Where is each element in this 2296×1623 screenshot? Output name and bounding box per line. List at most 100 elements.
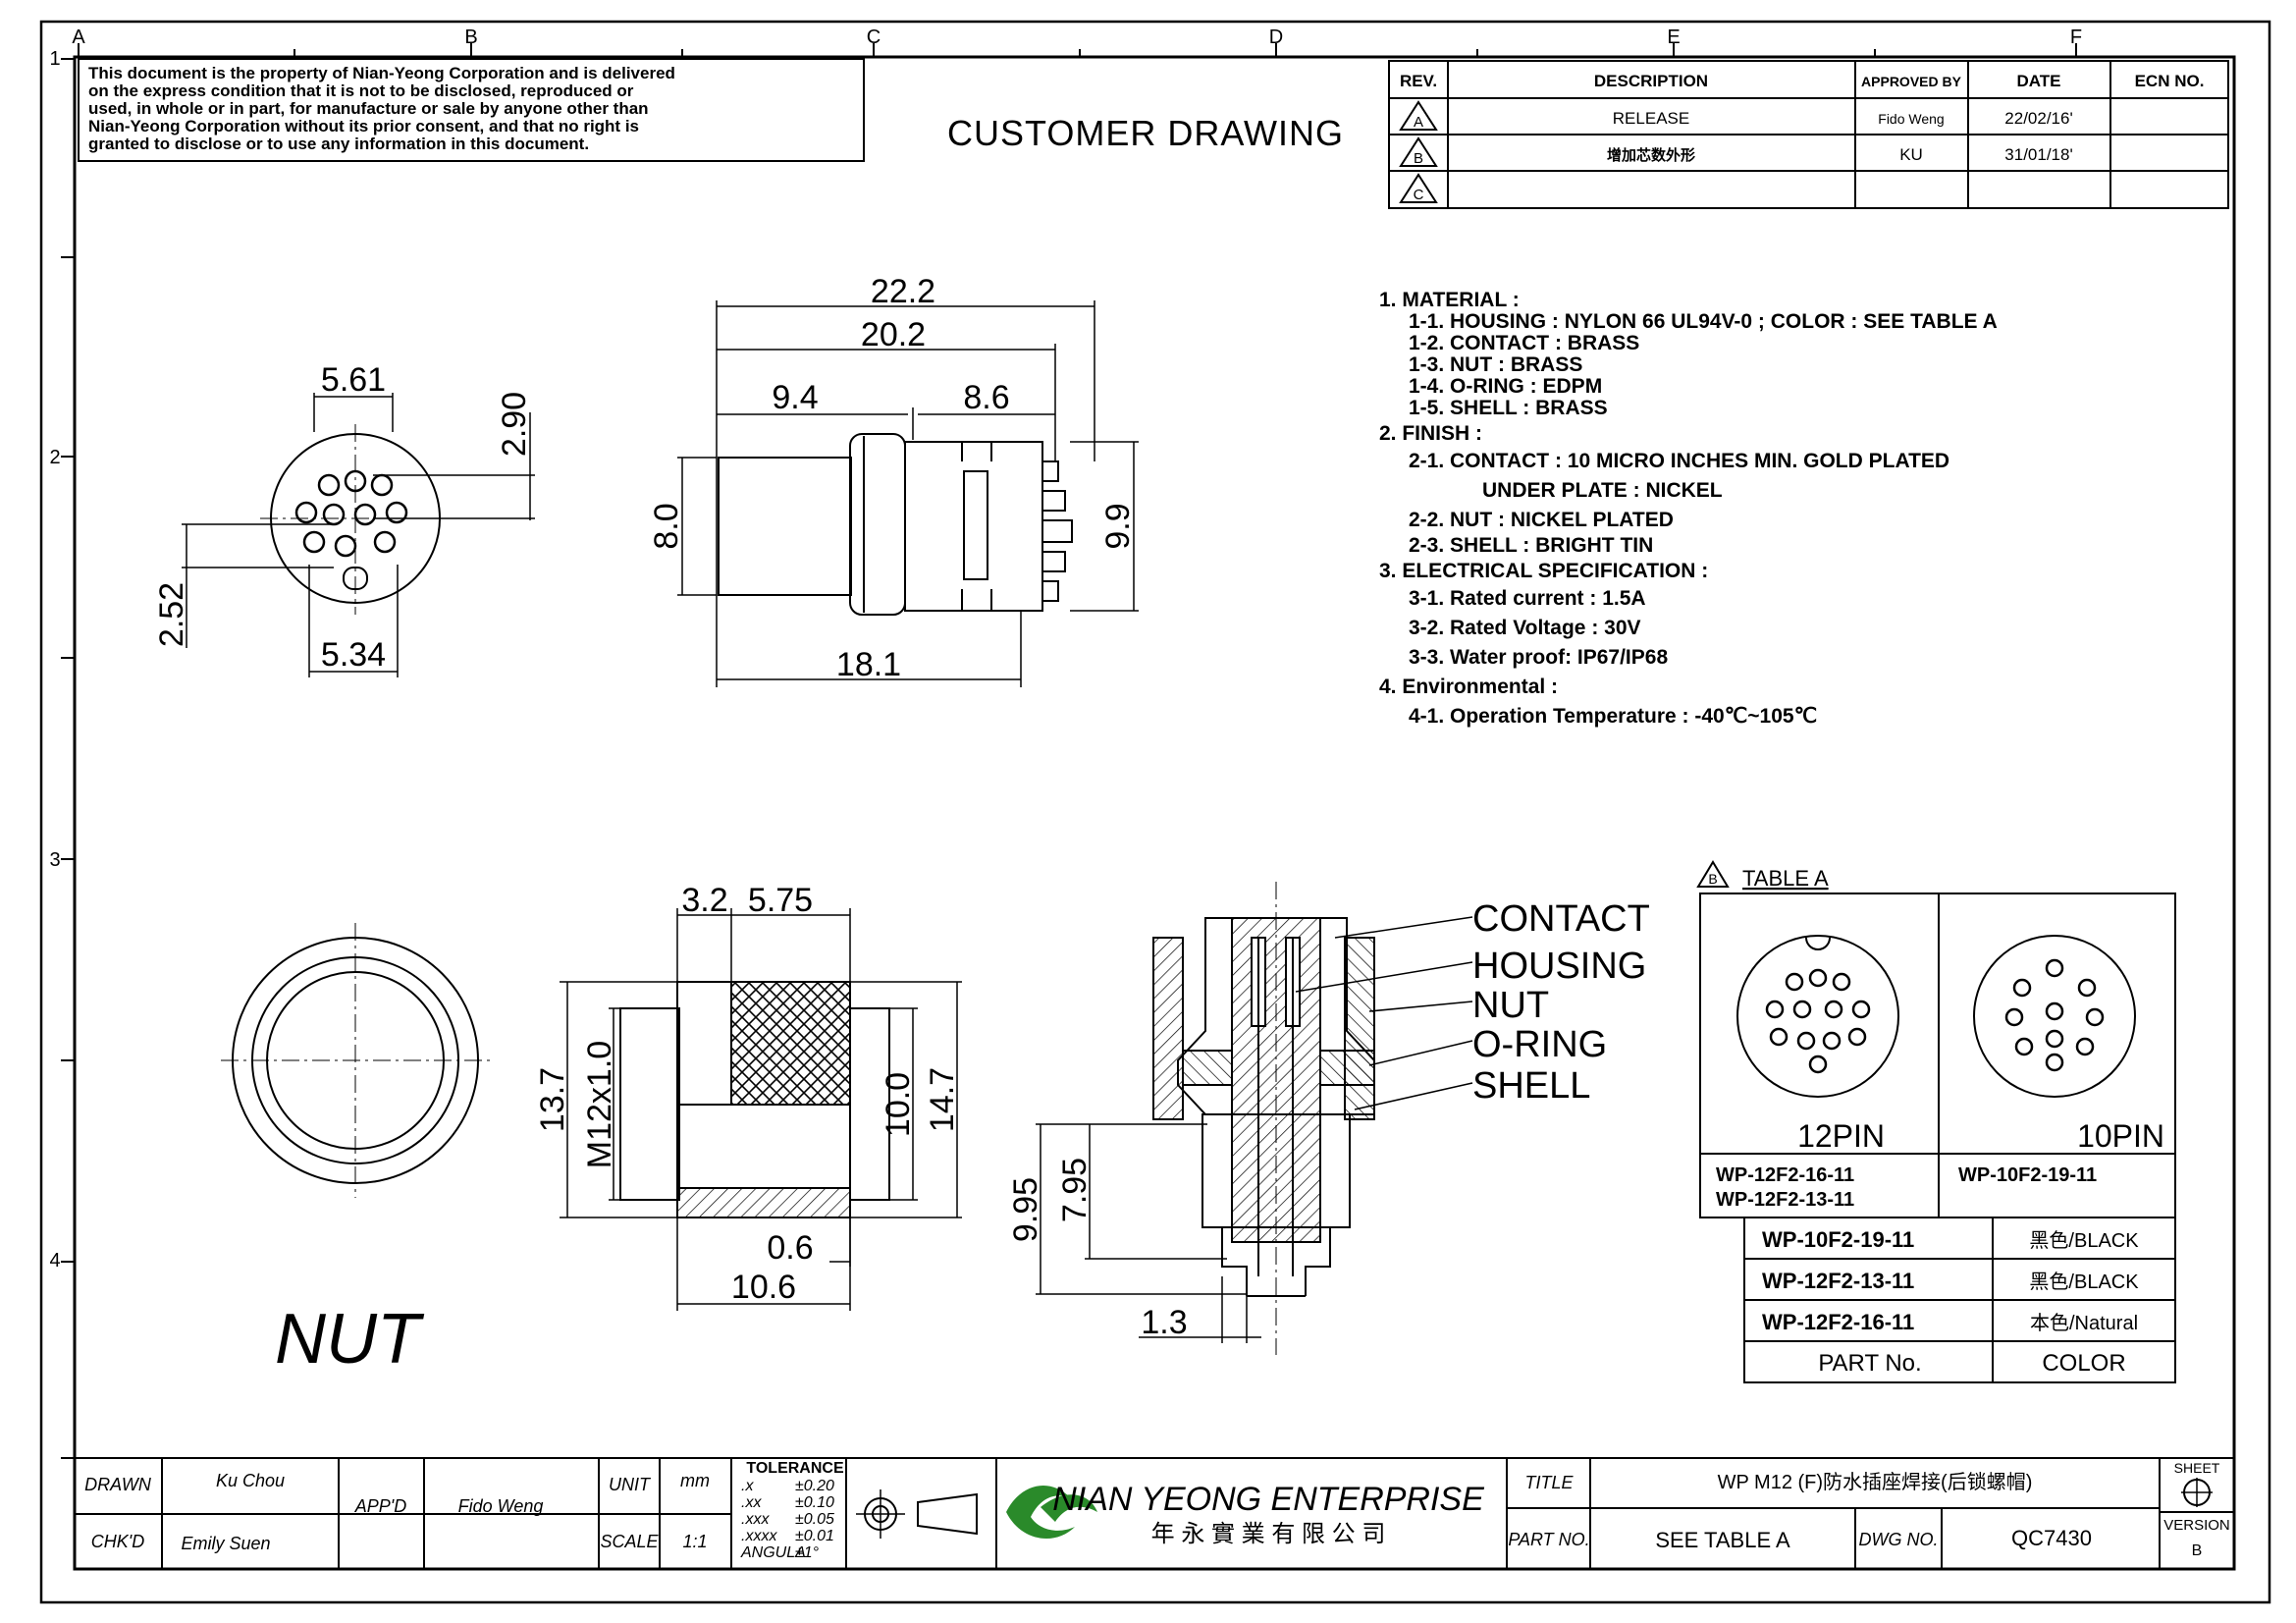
tb-tol-k-2: .xx: [741, 1494, 762, 1511]
tb-company-en: NIAN YEONG ENTERPRISE: [1052, 1481, 1484, 1518]
rev-a-description: RELEASE: [1613, 109, 1689, 128]
tb-tol-v-5: ±1°: [795, 1544, 820, 1561]
svg-text:C: C: [1414, 187, 1424, 203]
rev-b-description: 增加芯数外形: [1607, 146, 1695, 164]
pin-holes: [294, 469, 408, 558]
rev-a-approved: Fido Weng: [1878, 111, 1944, 127]
grid-row-4: 4: [49, 1250, 60, 1271]
nut-label: NUT: [275, 1300, 425, 1379]
section-view: CONTACT HOUSING NUT O-RING SHELL 9.95 7.…: [1007, 882, 1650, 1355]
layout-12pin-label: 12PIN: [1797, 1118, 1885, 1154]
nut-side-view: 3.2 5.75 13.7 M12x1.0 10.0 14.7 0.6 10.6: [534, 882, 962, 1311]
tb-tol-k-4: .xxxx: [741, 1528, 777, 1544]
dim-section-c: 1.3: [1141, 1304, 1187, 1341]
dim-side-length: 20.2: [861, 316, 926, 353]
tb-tolerance-title: TOLERANCE: [746, 1460, 844, 1477]
tb-tol-v-2: ±0.10: [795, 1494, 834, 1511]
tb-unit-label: UNIT: [609, 1475, 652, 1494]
tb-tol-v-1: ±0.20: [795, 1478, 834, 1494]
rev-b-date: 31/01/18': [2004, 145, 2072, 164]
spec-line-8: 2-1. CONTACT : 10 MICRO INCHES MIN. GOLD…: [1409, 450, 1949, 472]
dim-nut-height: 13.7: [534, 1067, 571, 1132]
dim-front-height-right: 2.90: [496, 392, 533, 457]
grid-row-3: 3: [49, 849, 60, 871]
tb-chkd-value: Emily Suen: [181, 1534, 270, 1553]
color-footer-color: COLOR: [2042, 1350, 2125, 1377]
rev-a-date: 22/02/16': [2004, 109, 2072, 128]
grid-col-f: F: [2070, 27, 2082, 48]
spec-line-10: 2-2. NUT : NICKEL PLATED: [1409, 509, 1674, 531]
color-row-3-part: WP-12F2-16-11: [1762, 1310, 1914, 1334]
nut-front-view: [221, 923, 491, 1198]
layout-10pin-label: 10PIN: [2077, 1118, 2164, 1154]
revision-mark-a: A: [1399, 100, 1438, 131]
tb-tol-v-3: ±0.05: [795, 1511, 834, 1528]
color-footer-part: PART No.: [1818, 1350, 1921, 1377]
spec-line-2: 1-1. HOUSING : NYLON 66 UL94V-0 ; COLOR …: [1409, 310, 1998, 333]
rev-header-approved: APPROVED BY: [1861, 74, 1962, 89]
dim-front-width-top: 5.61: [321, 361, 386, 399]
rev-header-description: DESCRIPTION: [1594, 72, 1708, 90]
grid-row-2: 2: [49, 447, 60, 468]
dim-side-overall: 22.2: [871, 273, 935, 310]
title-block: DRAWN Ku Chou CHK'D Emily Suen APP'D Fid…: [74, 1457, 2235, 1570]
color-row-1-color: 黑色/BLACK: [2029, 1229, 2139, 1252]
table-a-rev-mark: B: [1708, 871, 1717, 887]
tb-drawn-label: DRAWN: [84, 1475, 152, 1494]
tb-drawn-value: Ku Chou: [216, 1471, 285, 1490]
tb-scale-label: SCALE: [600, 1532, 659, 1551]
tb-version-label: VERSION: [2163, 1517, 2230, 1534]
spec-line-5: 1-4. O-RING : EDPM: [1409, 375, 1602, 398]
rev-b-approved: KU: [1899, 145, 1923, 164]
callout-nut: NUT: [1472, 985, 1549, 1026]
svg-text:B: B: [1414, 150, 1423, 167]
dim-section-a: 9.95: [1007, 1177, 1044, 1242]
color-row-3-color: 本色/Natural: [2030, 1312, 2138, 1334]
tb-dwg-value: QC7430: [2011, 1526, 2092, 1550]
grid-col-b: B: [464, 27, 477, 48]
tb-scale-value: 1:1: [682, 1532, 707, 1551]
notice-line-3: used, in whole or in part, for manufactu…: [88, 99, 649, 118]
revision-mark-c: C: [1399, 173, 1438, 203]
dim-section-b: 7.95: [1056, 1158, 1094, 1222]
tb-title-label: TITLE: [1524, 1473, 1574, 1492]
dim-nut-b: 5.75: [748, 882, 813, 919]
tb-tol-k-3: .xxx: [741, 1511, 770, 1528]
dim-front-offset-left: 2.52: [153, 582, 190, 647]
rev-header-date: DATE: [2016, 72, 2060, 90]
notice-line-4: Nian-Yeong Corporation without its prior…: [88, 117, 639, 135]
dim-nut-wall: 0.6: [767, 1229, 813, 1267]
grid-col-e: E: [1667, 27, 1680, 48]
color-row-2-part: WP-12F2-13-11: [1762, 1269, 1914, 1293]
layout-10pin-part-1: WP-10F2-19-11: [1958, 1164, 2097, 1186]
grid-col-d: D: [1269, 27, 1283, 48]
color-row-1-part: WP-10F2-19-11: [1762, 1227, 1914, 1252]
dim-nut-a: 3.2: [681, 882, 727, 919]
table-a-title: TABLE A: [1742, 866, 1829, 891]
tb-tol-k-1: .x: [741, 1478, 754, 1494]
layout-10pin: 10PIN: [1973, 935, 2164, 1154]
tb-chkd-label: CHK'D: [91, 1532, 144, 1551]
tb-tol-k-5: ANGULA: [740, 1544, 806, 1561]
spec-line-4: 1-3. NUT : BRASS: [1409, 353, 1582, 376]
grid-col-a: A: [72, 27, 85, 48]
tb-sheet-label: SHEET: [2174, 1460, 2220, 1476]
dim-nut-length: 10.6: [731, 1269, 796, 1306]
front-view: 5.61 2.90 2.52 5.34: [153, 361, 535, 677]
layout-12pin: 12PIN: [1736, 935, 1899, 1154]
company-logo-icon: [1006, 1486, 1097, 1539]
sheet-symbol-icon: [2181, 1478, 2213, 1507]
dim-side-height: 9.9: [1099, 503, 1137, 549]
dim-side-base: 18.1: [836, 646, 901, 683]
dim-nut-thread: M12x1.0: [581, 1041, 618, 1168]
revision-table: REV. DESCRIPTION APPROVED BY DATE ECN NO…: [1388, 60, 2229, 209]
projection-symbol-icon: [856, 1489, 978, 1539]
tb-dwg-label: DWG NO.: [1859, 1530, 1939, 1549]
spec-line-13: 3-1. Rated current : 1.5A: [1409, 587, 1646, 610]
tb-unit-value: mm: [680, 1471, 710, 1490]
layout-12pin-part-1: WP-12F2-16-11: [1716, 1164, 1854, 1186]
tb-tol-v-4: ±0.01: [795, 1528, 834, 1544]
spec-line-15: 3-3. Water proof: IP67/IP68: [1409, 646, 1668, 669]
dim-nut-inner: 10.0: [880, 1072, 917, 1137]
